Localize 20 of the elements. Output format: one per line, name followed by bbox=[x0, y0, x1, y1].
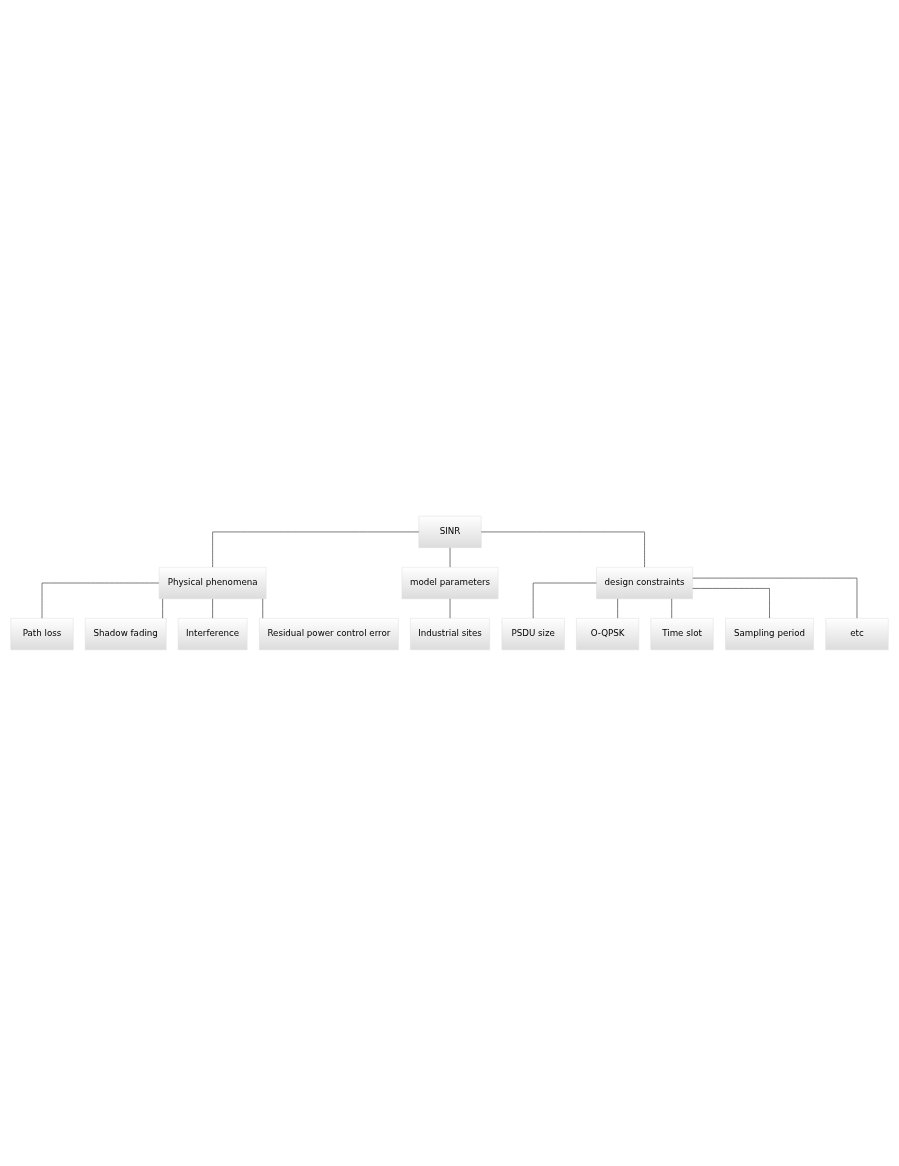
node-box: Time slot bbox=[650, 618, 714, 651]
node-box: O-QPSK bbox=[576, 618, 640, 651]
node-box: Shadow fading bbox=[84, 618, 167, 651]
node-box: model parameters bbox=[401, 566, 499, 600]
node-box: Industrial sites bbox=[410, 618, 490, 651]
node-box: Path loss bbox=[10, 618, 74, 651]
node-box: PSDU size bbox=[501, 618, 565, 651]
connector bbox=[212, 598, 213, 619]
node-box: Sampling period bbox=[725, 618, 814, 651]
node-box: Physical phenomena bbox=[158, 566, 267, 600]
connector bbox=[692, 588, 770, 619]
connector bbox=[617, 598, 618, 619]
connector bbox=[480, 531, 645, 568]
node-box: Interference bbox=[177, 618, 248, 651]
node-box: etc bbox=[825, 618, 889, 651]
node-box: SINR bbox=[418, 515, 482, 548]
node-box: Residual power control error bbox=[259, 618, 399, 651]
connector bbox=[212, 531, 420, 568]
connector bbox=[162, 598, 163, 619]
node-box: design constraints bbox=[596, 566, 693, 600]
